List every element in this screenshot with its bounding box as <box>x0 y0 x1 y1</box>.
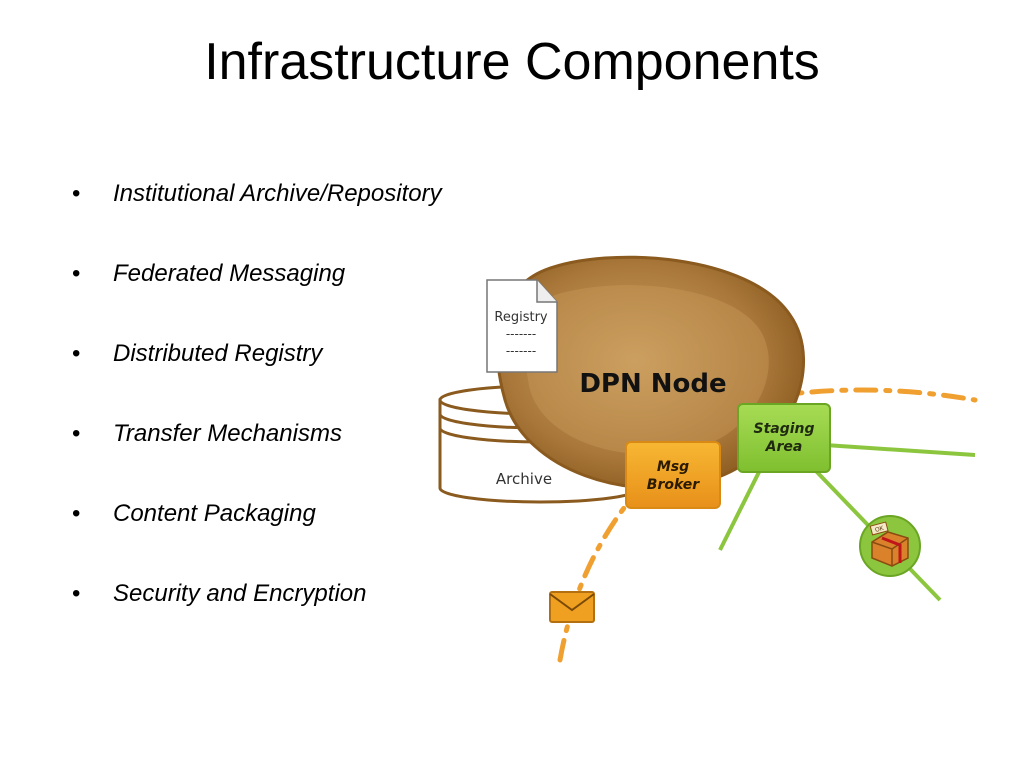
bullet-item: • Content Packaging <box>62 500 442 580</box>
bullet-text: Security and Encryption <box>113 580 367 607</box>
bullet-text: Content Packaging <box>113 500 316 527</box>
registry-title: Registry <box>494 310 548 325</box>
bullet-text: Distributed Registry <box>113 340 323 367</box>
staging-area-line-2: Area <box>765 439 803 455</box>
package-icon <box>859 515 921 577</box>
bullet-symbol: • <box>72 420 81 447</box>
archive-label: Archive <box>496 470 552 488</box>
bullet-item: • Federated Messaging <box>62 260 442 340</box>
envelope-icon <box>549 591 595 623</box>
bullet-item: • Security and Encryption <box>62 580 442 660</box>
bullet-symbol: • <box>72 180 81 207</box>
bullet-symbol: • <box>72 340 81 367</box>
bullet-text: Transfer Mechanisms <box>113 420 342 447</box>
msg-broker-line-1: Msg <box>657 459 689 475</box>
bullet-item: • Institutional Archive/Repository <box>62 180 442 260</box>
bullet-item: • Transfer Mechanisms <box>62 420 442 500</box>
bullet-symbol: • <box>72 580 81 607</box>
bullet-text: Institutional Archive/Repository <box>113 180 442 207</box>
registry-line-2: ------- <box>506 344 536 358</box>
slide-title: Infrastructure Components <box>204 33 820 91</box>
registry-line-1: ------- <box>506 327 536 341</box>
dpn-node-label: DPN Node <box>579 369 726 399</box>
staging-area-line-1: Staging <box>753 421 814 437</box>
bullet-symbol: • <box>72 500 81 527</box>
bullet-item: • Distributed Registry <box>62 340 442 420</box>
dpn-diagram: Archive DPN Node Registry ------- ------… <box>420 250 980 680</box>
document-icon <box>486 279 558 373</box>
msg-broker-box <box>625 441 721 509</box>
staging-area-box <box>737 403 831 473</box>
bullet-symbol: • <box>72 260 81 287</box>
bullet-text: Federated Messaging <box>113 260 346 287</box>
bullet-list: • Institutional Archive/Repository • Feder… <box>62 180 442 660</box>
msg-broker-line-2: Broker <box>647 477 701 493</box>
package-tag: OK <box>874 525 885 534</box>
